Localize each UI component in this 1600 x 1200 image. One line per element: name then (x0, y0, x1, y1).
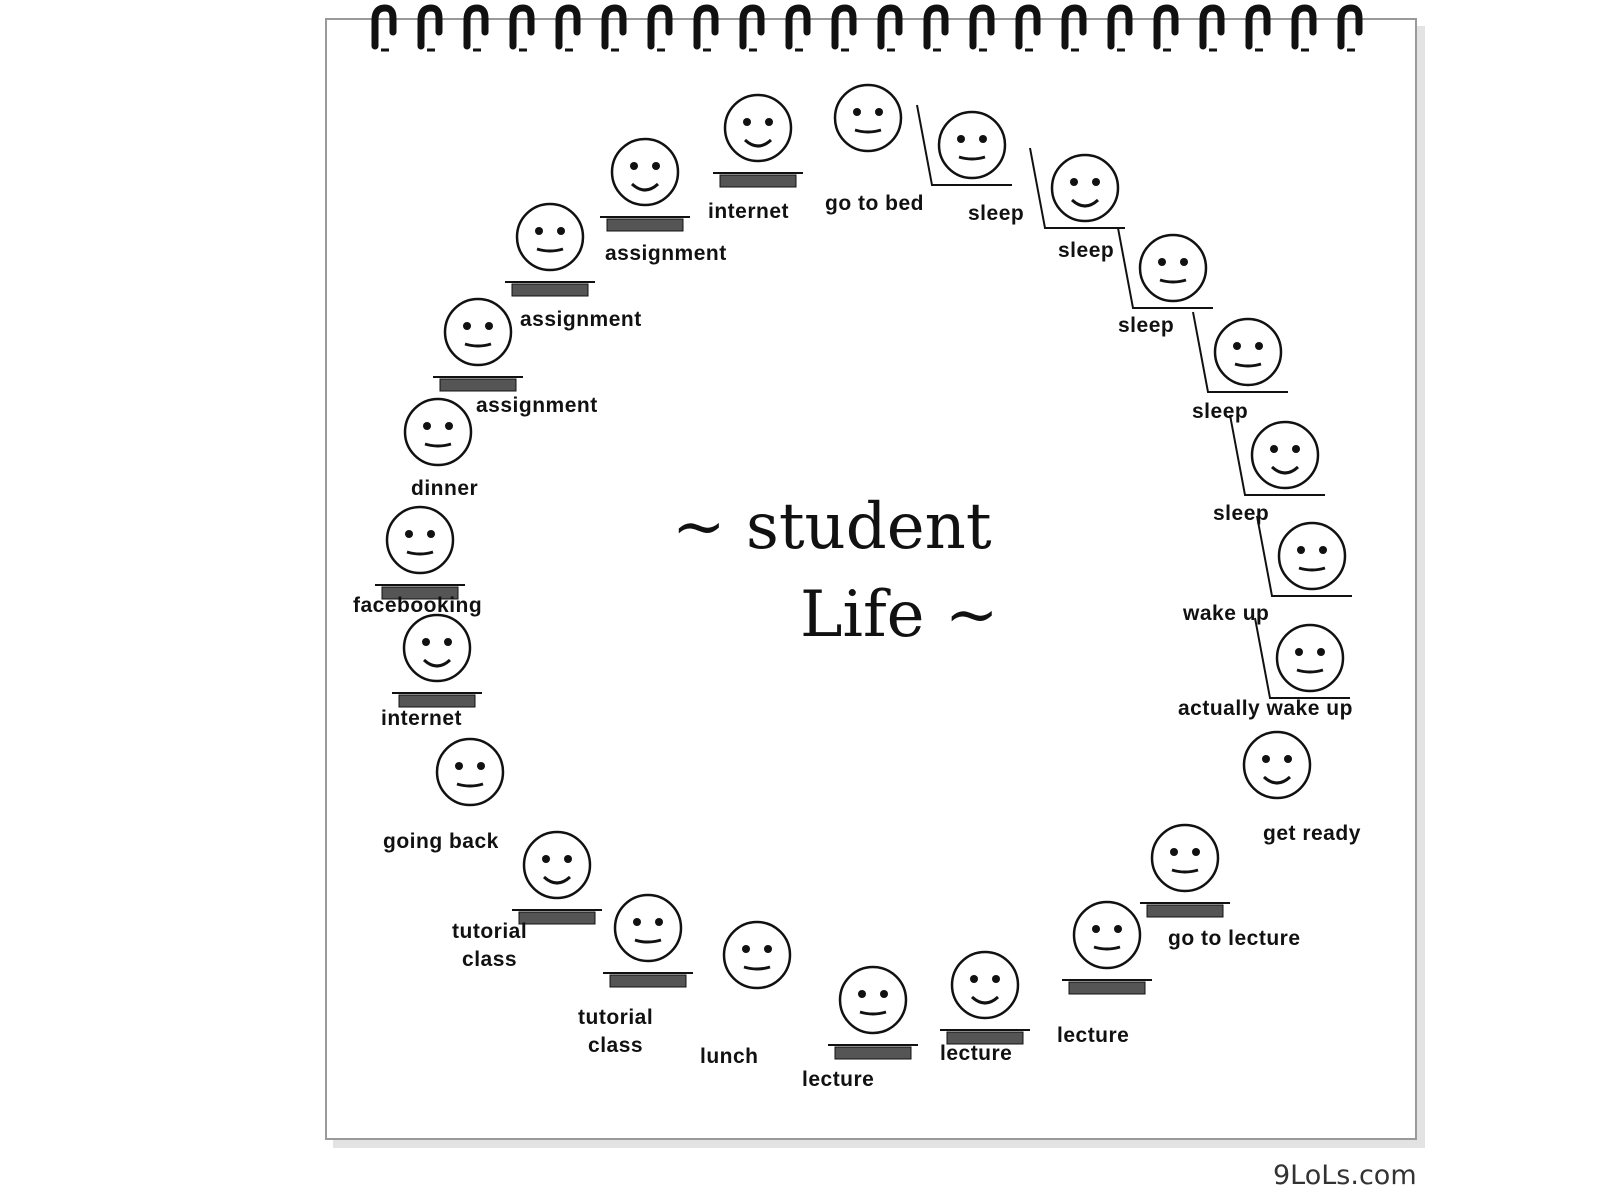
stick-figure-face (1256, 515, 1352, 597)
label-internet-bottom: internet (381, 707, 463, 730)
stick-figure-face (713, 93, 803, 188)
binding-ring (693, 4, 719, 52)
title-line-1: ~ student (672, 490, 992, 564)
binding-ring (1245, 4, 1271, 52)
title-line-2: Life ~ (800, 578, 999, 652)
stick-figure-face (512, 830, 602, 925)
label-tutorial-class-2: tutorial class (578, 1004, 653, 1061)
stick-figure-face (916, 104, 1012, 186)
label-sleep-4: sleep (1192, 400, 1249, 423)
stick-figure-face (940, 950, 1030, 1045)
label-internet-top: internet (708, 200, 790, 223)
binding-ring (1199, 4, 1225, 52)
binding-ring (785, 4, 811, 52)
label-facebooking: facebooking (353, 594, 483, 617)
stick-figure-face (375, 505, 465, 600)
label-assignment-3: assignment (476, 394, 598, 417)
label-sleep-1: sleep (968, 202, 1025, 225)
binding-ring (1291, 4, 1317, 52)
stick-figure-face (433, 297, 523, 392)
label-go-to-lecture: go to lecture (1168, 927, 1301, 950)
binding-ring (1107, 4, 1133, 52)
binding-ring (647, 4, 673, 52)
binding-ring (877, 4, 903, 52)
binding-ring (509, 4, 535, 52)
label-lecture-2: lecture (940, 1042, 1013, 1065)
binding-ring (417, 4, 443, 52)
binding-ring (1061, 4, 1087, 52)
stick-figure-face (1029, 147, 1125, 229)
stick-figure-face (1229, 414, 1325, 496)
label-tutorial-class-2-line: class (588, 1034, 644, 1058)
label-dinner: dinner (411, 477, 479, 500)
stick-figure-face (722, 920, 792, 990)
stick-figure-face (603, 893, 693, 988)
binding-ring (969, 4, 995, 52)
binding-ring (1153, 4, 1179, 52)
label-tutorial-class-2-line: tutorial (578, 1006, 654, 1029)
stick-figures (375, 83, 1352, 1060)
label-get-ready: get ready (1263, 822, 1361, 845)
stick-figure-face (392, 613, 482, 708)
label-tutorial-class-1-line: tutorial (452, 920, 528, 943)
stick-figure-face (1140, 823, 1230, 918)
label-sleep-5: sleep (1213, 502, 1270, 525)
binding-ring (739, 4, 765, 52)
stick-figure-face (1242, 730, 1312, 800)
label-lecture-3: lecture (802, 1068, 875, 1091)
stick-figure-face (600, 137, 690, 232)
label-lecture-1: lecture (1057, 1024, 1130, 1047)
notepad-page (325, 18, 1417, 1140)
stick-figure-face (828, 965, 918, 1060)
label-wake-up: wake up (1183, 602, 1270, 625)
spiral-binding (371, 4, 1363, 52)
label-lunch: lunch (700, 1045, 759, 1068)
binding-ring (831, 4, 857, 52)
label-sleep-3: sleep (1118, 314, 1175, 337)
label-sleep-2: sleep (1058, 239, 1115, 262)
stick-figure-face (403, 397, 473, 467)
label-assignment-2: assignment (520, 308, 642, 331)
binding-ring (601, 4, 627, 52)
binding-ring (923, 4, 949, 52)
binding-ring (463, 4, 489, 52)
stick-figure-face (505, 202, 595, 297)
stick-figure-face (1062, 900, 1152, 995)
watermark: 9LoLs.com (1273, 1160, 1417, 1191)
binding-ring (1015, 4, 1041, 52)
stick-figure-face (1192, 311, 1288, 393)
stick-figure-face (833, 83, 903, 153)
binding-ring (555, 4, 581, 52)
binding-ring (1337, 4, 1363, 52)
stick-figure-face (1117, 227, 1213, 309)
label-tutorial-class-1-line: class (462, 948, 518, 972)
stick-figure-face (1254, 617, 1350, 699)
label-assignment-1: assignment (605, 242, 727, 265)
label-going-back: going back (383, 830, 499, 853)
stick-figure-face (435, 737, 505, 807)
label-go-to-bed: go to bed (825, 192, 924, 215)
binding-ring (371, 4, 397, 52)
label-actually-wake-up: actually wake up (1178, 697, 1353, 720)
label-tutorial-class-1: tutorial class (452, 918, 527, 975)
